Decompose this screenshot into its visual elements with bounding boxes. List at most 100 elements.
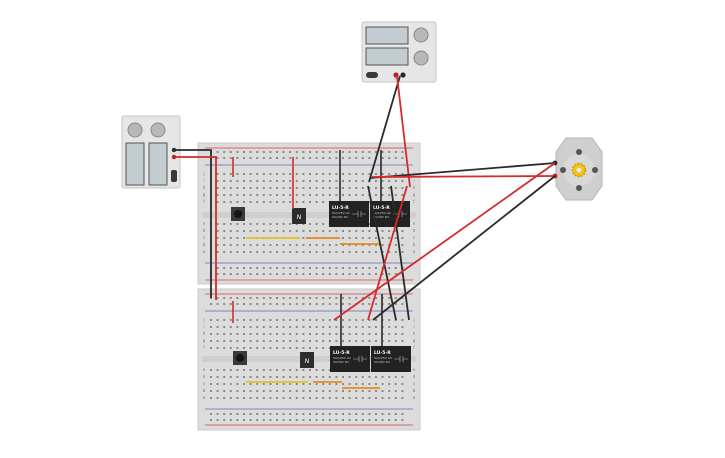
row-letter: i xyxy=(413,178,414,183)
relay-4[interactable]: LU-5-R 5A/125V AC 5A/30V DC xyxy=(371,346,411,372)
transistor-npn[interactable]: N xyxy=(300,352,314,368)
screw xyxy=(560,167,566,173)
wire-black xyxy=(367,185,397,321)
relay-spec: 5A/125V AC xyxy=(332,211,350,215)
battery-switch xyxy=(171,170,177,182)
row-letter: g xyxy=(203,338,206,343)
wire-black xyxy=(369,162,556,179)
row-letter: b xyxy=(203,242,206,247)
power-supply[interactable] xyxy=(361,21,437,83)
knob-icon xyxy=(413,50,429,66)
relay-2[interactable]: LU-5-R 5A/125V AC 5A/30V DC xyxy=(370,201,410,227)
power-supply-icon xyxy=(400,72,406,78)
wire-red xyxy=(176,156,217,300)
row-letter: d xyxy=(203,228,206,233)
row-letter: c xyxy=(413,381,415,386)
screw xyxy=(576,185,582,191)
row-letter: g xyxy=(413,338,416,343)
row-letter: c xyxy=(203,235,205,240)
wire-red xyxy=(371,175,556,178)
row-letter: b xyxy=(203,388,206,393)
transistor-label: N xyxy=(305,358,310,365)
relay-spec: 5A/30V DC xyxy=(333,360,349,364)
jumper-wires[interactable] xyxy=(232,150,383,389)
relay-spec: 5A/125V AC xyxy=(373,211,391,215)
row-letter: f xyxy=(413,345,415,350)
row-letter: j xyxy=(202,317,204,322)
relay-1[interactable]: LU-5-R 5A/125V AC 5A/30V DC xyxy=(329,201,369,227)
row-letter: h xyxy=(203,331,206,336)
row-letter: i xyxy=(203,178,204,183)
row-letter: f xyxy=(203,345,205,350)
screw xyxy=(576,149,582,155)
center-channel xyxy=(202,212,416,218)
wire-red xyxy=(396,75,411,188)
row-letter: a xyxy=(413,395,416,400)
screw xyxy=(592,167,598,173)
breadboard-top-holes[interactable] xyxy=(210,151,404,275)
breadboard-bottom-holes[interactable] xyxy=(210,297,404,421)
display xyxy=(365,26,409,45)
row-letter: f xyxy=(413,199,415,204)
row-letter: c xyxy=(203,381,205,386)
wire-black xyxy=(390,185,410,321)
row-letter: d xyxy=(203,374,206,379)
row-letter: h xyxy=(203,185,206,190)
knob-icon xyxy=(150,122,166,138)
relay-spec: 5A/30V DC xyxy=(373,215,389,219)
power-switch xyxy=(366,72,378,78)
relay-spec: 5A/30V DC xyxy=(332,215,348,219)
row-letter: d xyxy=(413,228,416,233)
row-letter: a xyxy=(413,249,416,254)
pushbutton[interactable] xyxy=(231,207,245,221)
row-letter: b xyxy=(413,242,416,247)
relay-label: LU-5-R xyxy=(373,205,390,211)
transistor-npn[interactable]: N xyxy=(292,208,306,224)
row-letter: j xyxy=(202,171,204,176)
battery-pack[interactable] xyxy=(121,115,181,189)
knob-icon xyxy=(127,122,143,138)
row-letter: e xyxy=(413,367,416,372)
row-letter: d xyxy=(413,374,416,379)
wire-red xyxy=(333,162,556,321)
row-letter: f xyxy=(203,199,205,204)
wire-black xyxy=(372,175,556,321)
knob-icon xyxy=(413,27,429,43)
relay-spec: 5A/30V DC xyxy=(374,360,390,364)
wire-black xyxy=(176,149,212,298)
row-letter: j xyxy=(412,317,414,322)
wire-red xyxy=(367,185,408,321)
transistor-label: N xyxy=(297,214,302,221)
wire-black xyxy=(368,75,401,183)
row-letter: a xyxy=(203,249,206,254)
relay-spec: 5A/125V AC xyxy=(333,356,351,360)
relay-3[interactable]: LU-5-R 5A/125V AC 5A/30V DC xyxy=(330,346,370,372)
long-wires[interactable] xyxy=(176,75,556,321)
relay-spec: 5A/125V AC xyxy=(374,356,392,360)
row-letter: c xyxy=(413,235,415,240)
display xyxy=(365,47,409,66)
row-letter: g xyxy=(203,192,206,197)
row-letter: h xyxy=(413,185,416,190)
row-letter: i xyxy=(413,324,414,329)
relay-label: LU-5-R xyxy=(374,350,391,356)
battery-cell xyxy=(148,142,168,186)
row-letter: e xyxy=(413,221,416,226)
dc-motor[interactable] xyxy=(552,137,603,201)
row-letter: g xyxy=(413,192,416,197)
row-letter: e xyxy=(203,221,206,226)
battery-cell xyxy=(125,142,145,186)
row-letter: a xyxy=(203,395,206,400)
relay-label: LU-5-R xyxy=(332,205,349,211)
battery-pack-icon xyxy=(171,154,177,160)
battery-pack-icon xyxy=(171,147,177,153)
row-letter: b xyxy=(413,388,416,393)
relay-label: LU-5-R xyxy=(333,350,350,356)
row-letter: h xyxy=(413,331,416,336)
row-letter: i xyxy=(203,324,204,329)
pushbutton[interactable] xyxy=(233,351,247,365)
